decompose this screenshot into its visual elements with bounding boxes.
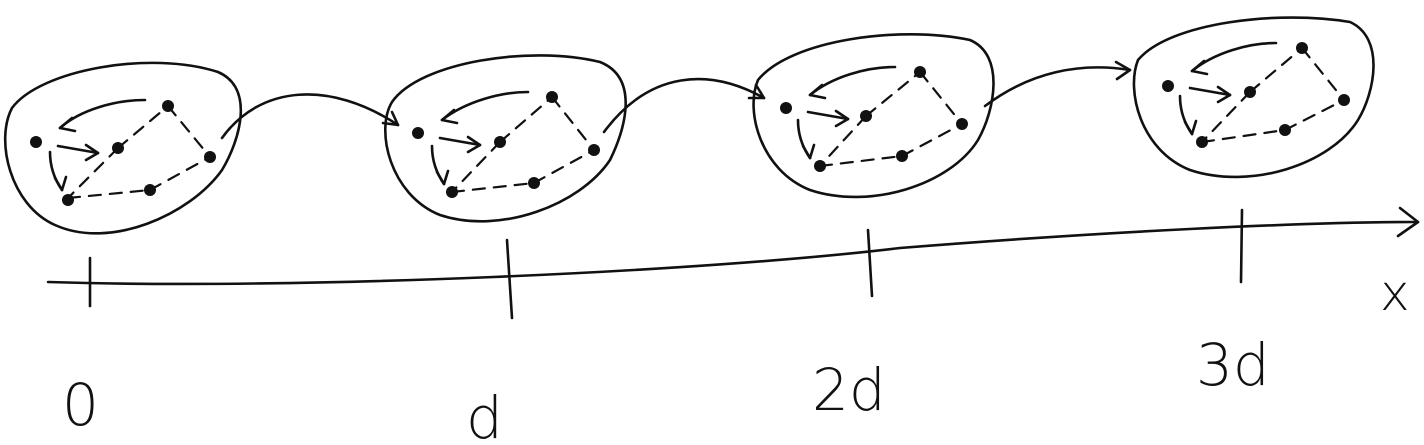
- tick-1: [505, 238, 514, 320]
- arrow-2-to-3: [983, 66, 1132, 108]
- cell-blob: [752, 32, 995, 199]
- arrow-curve: [58, 98, 147, 130]
- site-c: [162, 100, 174, 112]
- site-d: [204, 151, 216, 163]
- arrow-1-to-2: [602, 77, 766, 134]
- tick-2: [866, 228, 874, 298]
- tick-label-1: d: [466, 384, 503, 445]
- site-f: [144, 184, 156, 196]
- arrow-right: [56, 144, 100, 155]
- cell-0: [4, 61, 243, 235]
- axis-label: x: [1380, 264, 1410, 322]
- tick-label-3: 3d: [1196, 331, 1270, 399]
- arrow-down: [48, 150, 64, 192]
- cell-blob: [4, 61, 243, 235]
- x-axis: [46, 206, 1420, 320]
- cell-blob: [384, 54, 627, 223]
- cell-3: [1132, 16, 1375, 179]
- cell-blob: [1132, 16, 1375, 179]
- cell-1: [384, 54, 627, 223]
- tick-label-2: 2d: [812, 356, 886, 424]
- site-b: [112, 142, 124, 154]
- axis-arrowhead: [1396, 206, 1420, 238]
- site-e: [62, 194, 74, 206]
- translation-arrows: [220, 60, 1132, 140]
- tick-3: [1239, 208, 1244, 284]
- site-a: [30, 136, 42, 148]
- axis-line: [46, 220, 1420, 286]
- cell-2: [752, 32, 995, 199]
- arrow-0-to-1: [220, 93, 400, 140]
- tick-label-0: 0: [62, 371, 99, 439]
